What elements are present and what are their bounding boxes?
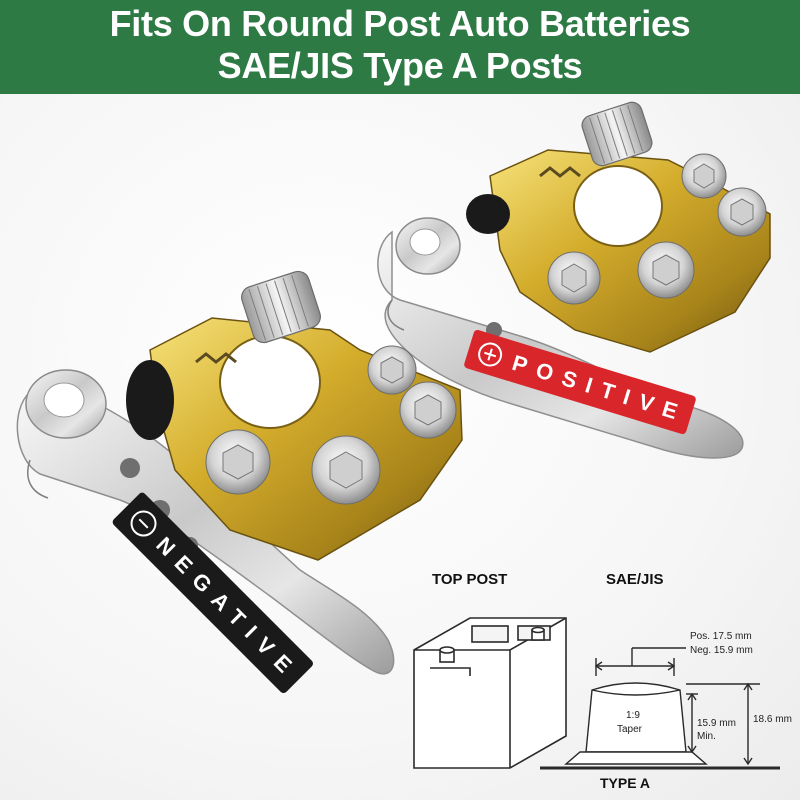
min-height: 15.9 mm	[697, 718, 736, 729]
negative-label-plate	[112, 492, 313, 693]
hex-bolt	[311, 435, 381, 505]
taper-ratio: 1:9	[626, 710, 640, 721]
negative-post-diameter: Neg. 15.9 mm	[690, 645, 753, 656]
product-illustration: POSITIVE	[16, 101, 780, 770]
hex-bolt	[547, 251, 601, 305]
plus-icon	[478, 342, 503, 367]
positive-terminal: POSITIVE	[377, 101, 771, 459]
banner-title-line-2: SAE/JIS Type A Posts	[217, 45, 583, 86]
hex-bolt	[205, 429, 271, 495]
top-post-battery-diagram	[413, 617, 567, 769]
hex-bolt	[367, 345, 417, 395]
min-word: Min.	[697, 731, 716, 742]
total-height: 18.6 mm	[753, 714, 792, 725]
sae-jis-title: SAE/JIS	[606, 571, 664, 588]
hex-bolt	[717, 187, 767, 237]
sae-jis-post-diagram	[540, 647, 780, 770]
positive-label-plate	[464, 329, 696, 435]
hex-bolt	[681, 153, 727, 199]
type-a-label: TYPE A	[600, 775, 651, 791]
positive-post-diameter: Pos. 17.5 mm	[690, 631, 752, 642]
negative-terminal: NEGATIVE	[16, 270, 463, 693]
minus-icon	[130, 510, 157, 537]
title-banner: Fits On Round Post Auto Batteries SAE/JI…	[0, 0, 800, 94]
hex-bolt	[637, 241, 695, 299]
taper-word: Taper	[617, 724, 643, 735]
banner-title-line-1: Fits On Round Post Auto Batteries	[109, 3, 691, 44]
top-post-title: TOP POST	[432, 571, 508, 588]
hex-bolt	[399, 381, 457, 439]
